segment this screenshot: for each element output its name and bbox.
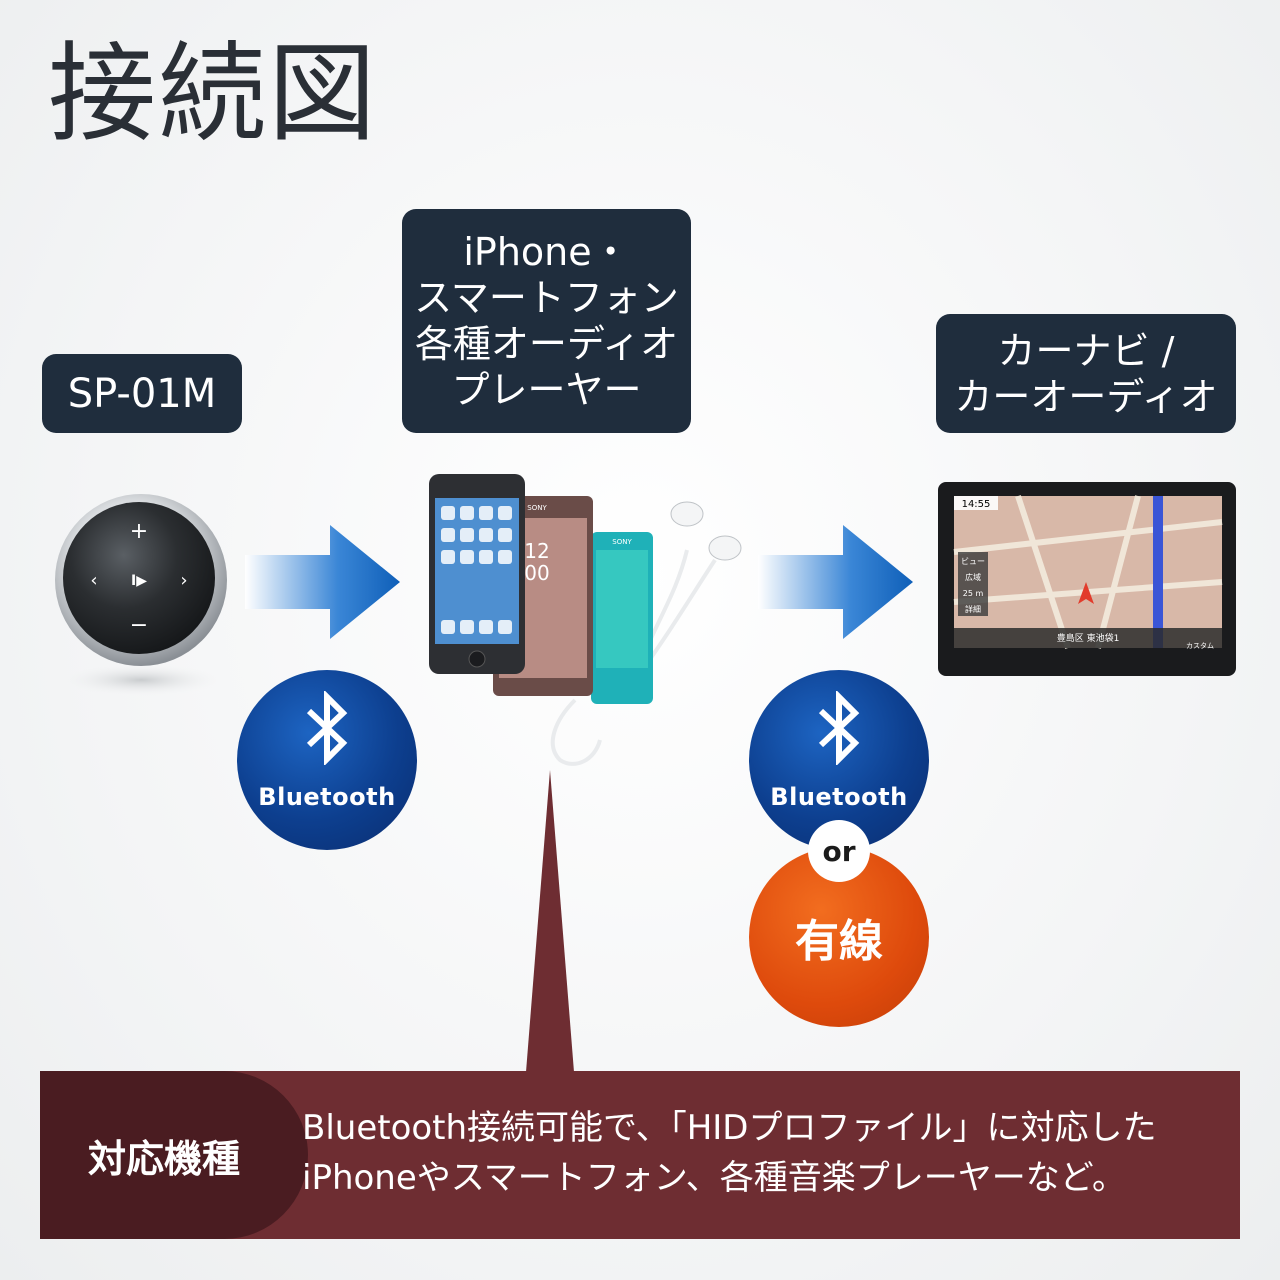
nav-detail-label: 詳細 (965, 604, 981, 614)
remote-label-text: SP-01M (67, 370, 217, 417)
car-label: カーナビ / カーオーディオ (936, 314, 1236, 433)
or-badge: or (808, 820, 870, 882)
svg-text:I▶: I▶ (131, 573, 147, 589)
compatible-devices-tag: 対応機種 (40, 1071, 308, 1239)
page-title: 接続図 (48, 32, 379, 157)
arrow-right-icon (245, 525, 400, 639)
nav-custom-label: カスタム (1186, 641, 1214, 650)
svg-text:−: − (130, 613, 148, 638)
phone-label-line: プレーヤー (451, 368, 642, 412)
nav-view-label: ビュー (961, 557, 985, 566)
car-navigation-image: 14:55 豊島区 東池袋1 カスタム ビュー 広域 25 m 詳細 (938, 482, 1236, 676)
compatible-devices-bar: 対応機種 Bluetooth接続可能で、「HIDプロファイル」に対応した iPh… (40, 1071, 1240, 1239)
car-label-line: カーナビ / (997, 328, 1175, 373)
nav-clock: 14:55 (962, 499, 991, 510)
info-line: Bluetooth接続可能で、「HIDプロファイル」に対応した (302, 1108, 1157, 1148)
bluetooth-badge-left: Bluetooth (237, 670, 417, 850)
phone-clock: 12 (524, 539, 549, 563)
compatible-devices-text: Bluetooth接続可能で、「HIDプロファイル」に対応した iPhoneやス… (302, 1103, 1156, 1203)
phones-image: SONY 12 00 SONY (429, 474, 742, 766)
remote-device-image: + − ‹ › I▶ (55, 494, 227, 696)
nav-address: 豊島区 東池袋1 (1057, 632, 1120, 644)
bluetooth-label: Bluetooth (770, 783, 908, 811)
svg-text:+: + (130, 519, 148, 544)
arrow-right-icon (758, 525, 913, 639)
phone-label-line: スマートフォン (414, 276, 679, 320)
phone-label-line: 各種オーディオ (414, 322, 679, 366)
remote-label: SP-01M (42, 354, 242, 433)
bluetooth-icon (818, 691, 860, 765)
bluetooth-icon (306, 691, 348, 765)
wired-label: 有線 (795, 916, 883, 967)
svg-text:00: 00 (524, 561, 549, 585)
svg-text:SONY: SONY (612, 538, 632, 546)
phone-label-line: iPhone・ (463, 230, 630, 274)
bluetooth-label: Bluetooth (258, 783, 396, 811)
info-line: iPhoneやスマートフォン、各種音楽プレーヤーなど。 (302, 1158, 1127, 1198)
svg-text:›: › (180, 570, 187, 591)
callout-pointer (526, 770, 574, 1072)
nav-wide-label: 広域 (965, 572, 981, 582)
nav-scale-label: 25 m (963, 589, 984, 598)
svg-text:SONY: SONY (527, 504, 547, 512)
car-label-line: カーオーディオ (954, 374, 1218, 419)
svg-text:‹: ‹ (90, 570, 97, 591)
or-label: or (822, 834, 856, 868)
phone-label: iPhone・ スマートフォン 各種オーディオ プレーヤー (402, 209, 691, 433)
